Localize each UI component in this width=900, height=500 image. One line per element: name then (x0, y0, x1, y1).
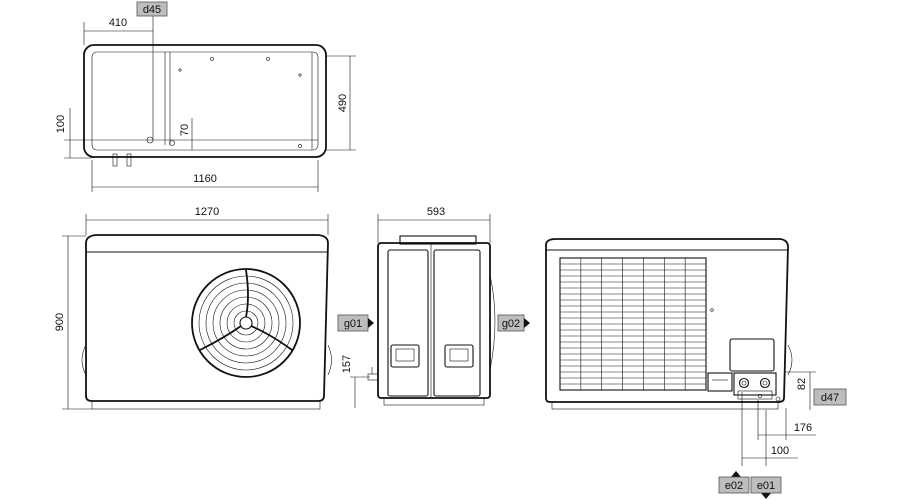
rear-electrical-box (707, 372, 733, 392)
front-view-side-bulge (81, 344, 87, 376)
side-view-fan-bulge (489, 274, 496, 371)
dim-label-593: 593 (427, 206, 445, 218)
front-view-side-bulge (327, 344, 332, 376)
fan-grille (191, 268, 301, 378)
side-view-handle-left-inner (395, 348, 415, 362)
rear-view: 82 d47 176 100 e02 e01 (545, 238, 847, 499)
rear-connector-right-core (762, 380, 768, 386)
top-view-hole (169, 140, 175, 146)
svg-text:g01: g01 (344, 318, 362, 330)
front-view-base (91, 400, 321, 410)
svg-text:d45: d45 (143, 4, 161, 16)
front-view-casing (85, 234, 329, 402)
tag-d45: d45 (136, 1, 168, 17)
side-view-handle-right (444, 344, 474, 368)
rear-view-base (551, 401, 779, 410)
side-view-left-panel (387, 249, 429, 397)
tag-g01: g01 (337, 314, 374, 332)
rear-screw (758, 394, 762, 398)
dim-label-rear-100: 100 (771, 445, 789, 457)
top-view-screw (210, 57, 214, 61)
side-view-top-cap (399, 235, 477, 245)
rear-louvre-grid (559, 257, 707, 391)
dim-label-410: 410 (109, 17, 127, 29)
dim-label-157: 157 (341, 355, 353, 373)
front-view: 1270 900 (54, 206, 332, 410)
svg-text:g02: g02 (502, 318, 520, 330)
rear-connection-plate (733, 372, 777, 396)
dim-label-490: 490 (337, 94, 349, 112)
dim-label-100: 100 (55, 115, 67, 133)
tag-d47: d47 (813, 388, 847, 406)
top-view-outline (83, 44, 327, 158)
side-view-base (383, 397, 485, 406)
svg-text:e02: e02 (725, 480, 743, 492)
top-view: 410 490 100 70 1160 d45 (55, 1, 356, 192)
rear-connector-left (738, 377, 750, 389)
dim-label-70: 70 (179, 124, 191, 136)
tag-e01: e01 (750, 476, 782, 499)
rear-screw (710, 308, 714, 312)
top-view-pipe-stub (112, 153, 118, 167)
top-view-screw (266, 57, 270, 61)
top-view-inner-frame (91, 51, 319, 151)
fan-spoke (245, 269, 249, 318)
tag-g02: g02 (497, 314, 530, 332)
svg-text:e01: e01 (757, 480, 775, 492)
rear-drain-plate (737, 390, 773, 400)
dim-label-900: 900 (54, 313, 66, 331)
dim-label-1270: 1270 (195, 206, 219, 218)
rear-connector-left-core (741, 380, 747, 386)
svg-text:d47: d47 (821, 392, 839, 404)
side-view: 593 157 g01 g02 (337, 206, 530, 408)
tag-e02: e02 (718, 471, 750, 494)
side-view-handle-right-inner (449, 348, 469, 362)
dim-label-176: 176 (794, 422, 812, 434)
side-view-handle-left (390, 344, 420, 368)
rear-view-casing (545, 238, 789, 403)
top-view-pipe-stub (126, 153, 132, 167)
rear-connector-right (759, 377, 771, 389)
top-view-screw (298, 73, 302, 77)
rear-screw (775, 396, 781, 402)
rear-view-side-bulge (787, 344, 793, 376)
side-view-right-panel (433, 249, 481, 397)
top-view-screw (178, 68, 182, 72)
top-view-screw (298, 144, 302, 148)
dim-label-1160: 1160 (193, 173, 217, 185)
rear-service-panel (729, 338, 775, 372)
dim-label-82: 82 (796, 378, 808, 390)
